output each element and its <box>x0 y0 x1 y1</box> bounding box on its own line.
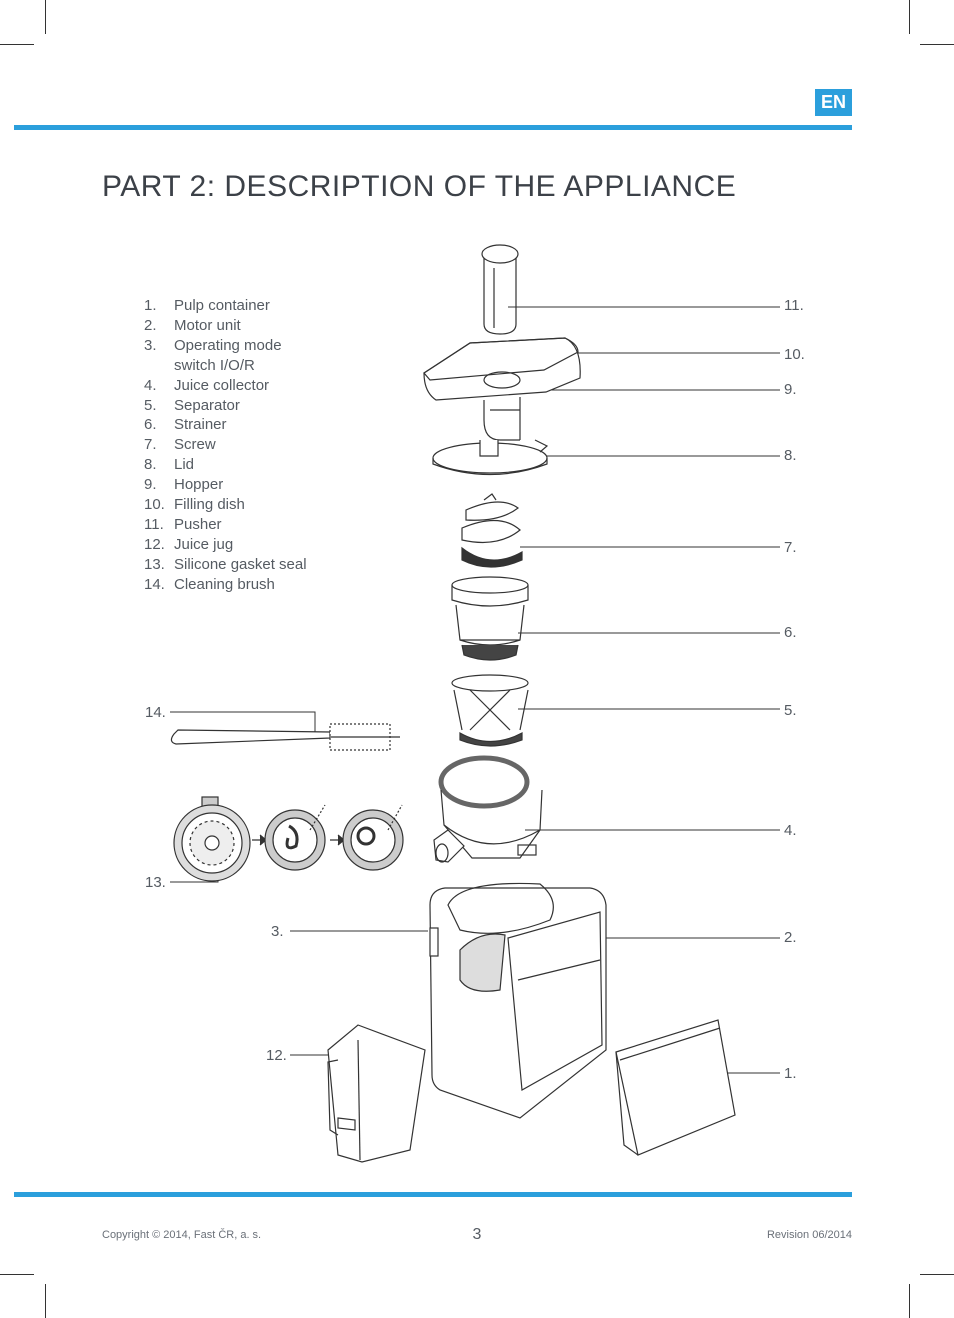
list-item-number: 5. <box>144 396 157 414</box>
list-item-label: Juice jug <box>174 535 234 553</box>
list-item-number: 13. <box>144 555 165 573</box>
list-item-label: Silicone gasket seal <box>174 555 307 573</box>
leader-lines <box>170 306 780 1074</box>
list-item: 11. Pusher <box>144 515 324 535</box>
list-item-number: 14. <box>144 575 165 593</box>
list-item: 14. Cleaning brush <box>144 575 324 595</box>
list-item-label: Screw <box>174 436 216 454</box>
crop-mark <box>909 1284 910 1318</box>
list-item-label: Strainer <box>174 416 227 434</box>
pusher-drawing <box>481 244 519 335</box>
list-item-label: Lid <box>174 456 195 474</box>
list-item: 9. Hopper <box>144 475 324 495</box>
list-item: 3. Operating mode switch I/O/R <box>144 336 324 376</box>
gasket-seal-drawing <box>173 796 404 882</box>
list-item: 4. Juice collector <box>144 376 324 396</box>
motor-unit-drawing <box>429 882 607 1119</box>
callout-8: 8. <box>784 447 797 464</box>
list-item: 8. Lid <box>144 455 324 475</box>
footer-copyright: Copyright © 2014, Fast ČR, a. s. <box>102 1229 262 1241</box>
cleaning-brush-drawing <box>170 723 400 751</box>
list-item: 10. Filling dish <box>144 495 324 515</box>
list-item: 7. Screw <box>144 435 324 455</box>
list-item: 2. Motor unit <box>144 316 324 336</box>
list-item: 13. Silicone gasket seal <box>144 555 324 575</box>
juice-jug-drawing <box>327 1024 426 1163</box>
callout-9: 9. <box>784 381 797 398</box>
header-rule <box>14 125 852 130</box>
list-item-number: 7. <box>144 436 157 454</box>
list-item-number: 4. <box>144 376 157 394</box>
crop-mark <box>0 44 34 45</box>
list-item-label: Pusher <box>174 515 222 533</box>
filling-dish-drawing <box>423 337 581 441</box>
callout-10: 10. <box>784 346 805 363</box>
callout-4: 4. <box>784 822 797 839</box>
list-item-number: 8. <box>144 456 157 474</box>
callout-13: 13. <box>145 874 166 891</box>
list-item-label: Cleaning brush <box>174 575 275 593</box>
list-item-label: Juice collector <box>174 376 270 394</box>
list-item-number: 6. <box>144 416 157 434</box>
callout-2: 2. <box>784 929 797 946</box>
parts-list: 1. Pulp container 2. Motor unit 3. Operating … <box>144 296 324 595</box>
list-item-label: Pulp container <box>174 297 270 314</box>
list-item-label: Filling dish <box>174 496 245 514</box>
list-item: 5. Separator <box>144 396 324 416</box>
callout-7: 7. <box>784 539 797 556</box>
callout-14: 14. <box>145 704 166 721</box>
crop-mark <box>45 1284 46 1318</box>
callout-5: 5. <box>784 702 797 719</box>
page-title: PART 2: DESCRIPTION OF THE APPLIANCE <box>102 170 737 203</box>
callout-12: 12. <box>266 1047 287 1064</box>
list-item-number: 9. <box>144 476 157 494</box>
footer-rule <box>14 1192 852 1197</box>
list-item: 1. Pulp container <box>144 296 324 316</box>
list-item-number: 3. <box>144 336 157 354</box>
list-item: 12. Juice jug <box>144 535 324 555</box>
pulp-container-drawing <box>615 1019 736 1156</box>
list-item-number: 10. <box>144 496 165 514</box>
crop-mark <box>909 0 910 34</box>
list-item-number: 11. <box>144 515 164 533</box>
list-item-number: 1. <box>144 297 157 314</box>
language-badge: EN <box>815 89 852 116</box>
page-number: 3 <box>472 1226 482 1243</box>
callout-3: 3. <box>271 923 284 940</box>
crop-mark <box>920 44 954 45</box>
list-item: 6. Strainer <box>144 415 324 435</box>
list-item-label: Hopper <box>174 476 224 494</box>
callout-1: 1. <box>784 1065 797 1082</box>
juice-collector-drawing <box>433 755 543 863</box>
list-item-number: 12. <box>144 535 165 553</box>
screw-drawing <box>461 493 523 568</box>
crop-mark <box>45 0 46 34</box>
list-item-label: Motor unit <box>174 316 241 334</box>
list-item-number: 2. <box>144 316 157 334</box>
separator-drawing <box>451 674 529 747</box>
crop-mark <box>920 1274 954 1275</box>
callout-11: 11. <box>784 297 804 314</box>
list-item-label: Operating mode switch I/O/R <box>174 336 282 374</box>
strainer-drawing <box>451 576 529 661</box>
crop-mark <box>0 1274 34 1275</box>
footer-revision: Revision 06/2014 <box>766 1229 852 1241</box>
callout-6: 6. <box>784 624 797 641</box>
list-item-label: Separator <box>174 396 240 414</box>
lid-drawing <box>432 439 549 476</box>
